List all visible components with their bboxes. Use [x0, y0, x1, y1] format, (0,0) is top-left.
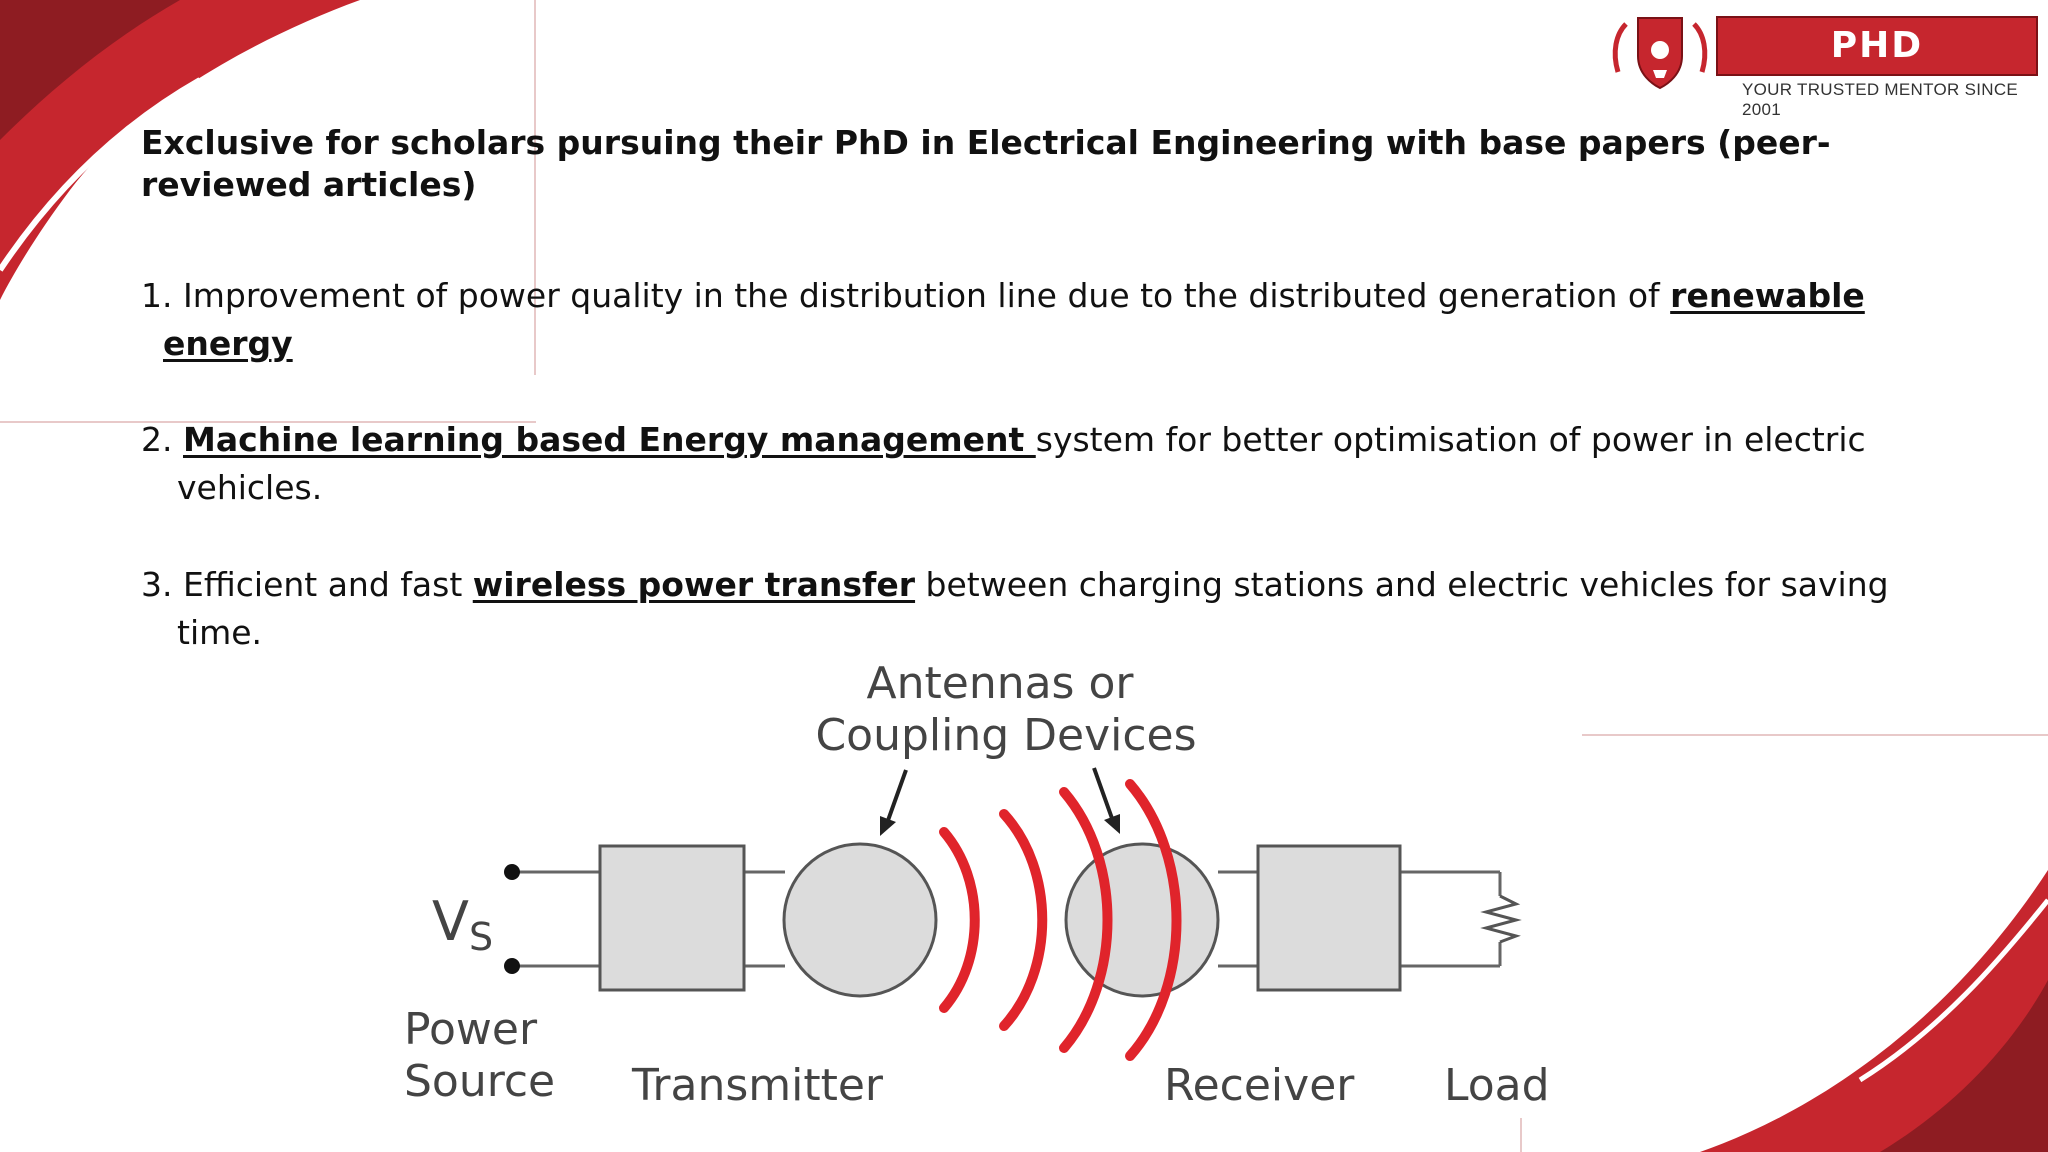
item-text: Improvement of power quality in the dist…	[183, 276, 1671, 315]
item-number: 3.	[141, 565, 173, 604]
list-item-1: 1. Improvement of power quality in the d…	[141, 272, 1901, 368]
item-keyword-link[interactable]: renewable	[1670, 276, 1865, 315]
brand-logo: PHD ASSISTANCE YOUR TRUSTED MENTOR SINCE…	[1608, 8, 2038, 122]
crest-emblem-icon	[1612, 17, 1708, 90]
top-left-swoosh-highlight	[0, 77, 202, 272]
list-item-2: 2. Machine learning based Energy managem…	[141, 416, 1901, 512]
brand-tagline: YOUR TRUSTED MENTOR SINCE 2001	[1742, 80, 2019, 119]
top-left-swoosh	[0, 0, 360, 300]
list-item-3: 3. Efficient and fast wireless power tra…	[141, 561, 1901, 657]
top-left-swoosh-shade	[0, 0, 180, 140]
item-text: Efficient and fast	[183, 565, 473, 604]
brand-name: PHD ASSISTANCE	[1716, 16, 2038, 122]
guide-line	[1520, 1118, 1522, 1152]
bottom-right-swoosh-shade	[1880, 980, 2048, 1152]
bottom-right-swoosh-highlight	[1858, 898, 2048, 1083]
item-number: 1.	[141, 276, 173, 315]
item-keyword-link[interactable]: Machine learning based Energy management	[183, 420, 1036, 459]
guide-line	[1582, 734, 2048, 736]
guide-line	[534, 0, 536, 375]
item-number: 2.	[141, 420, 173, 459]
item-text-continued: vehicles.	[177, 468, 323, 507]
item-text: between charging stations and electric v…	[915, 565, 1889, 604]
page-title: Exclusive for scholars pursuing their Ph…	[141, 123, 1831, 204]
item-text-continued: time.	[177, 613, 263, 652]
bottom-right-swoosh	[1700, 870, 2048, 1152]
guide-line	[0, 421, 536, 423]
item-keyword-link[interactable]: energy	[163, 324, 293, 363]
item-text: system for better optimisation of power …	[1035, 420, 1866, 459]
item-keyword-link[interactable]: wireless power transfer	[472, 565, 916, 604]
